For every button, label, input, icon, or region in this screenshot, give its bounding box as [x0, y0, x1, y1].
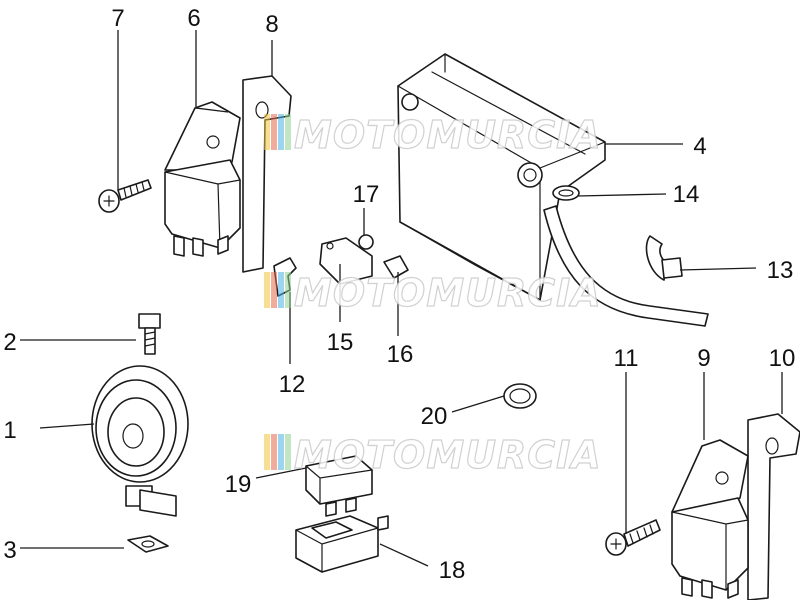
fuse-holder-15 — [319, 237, 373, 285]
relay-body-right — [671, 497, 749, 591]
watermark-middle: MOTOMURCIA — [264, 270, 602, 316]
watermark-text: MOTOMURCIA — [294, 271, 602, 315]
screw-7 — [98, 179, 152, 213]
connector-assembly — [295, 455, 389, 573]
watermark-text: MOTOMURCIA — [294, 433, 602, 477]
screw-11 — [605, 519, 661, 556]
clip-14 — [552, 185, 580, 201]
battery — [397, 53, 606, 301]
fuse-16 — [383, 255, 409, 279]
relay-body-left — [164, 159, 241, 249]
callout-4: 4 — [693, 133, 706, 160]
callout-9: 9 — [697, 345, 710, 372]
callout-6: 6 — [187, 5, 200, 32]
callout-13: 13 — [767, 257, 794, 284]
callout-16: 16 — [387, 341, 414, 368]
bracket-10 — [747, 413, 800, 600]
callout-1: 1 — [3, 417, 16, 444]
callout-labels: 1 2 3 4 6 7 8 9 10 11 12 13 14 15 16 17 … — [3, 5, 795, 584]
bolt-2 — [138, 313, 161, 355]
nut-3 — [127, 535, 169, 553]
callout-18: 18 — [439, 557, 466, 584]
relay-assembly-right — [605, 413, 800, 600]
watermark-bottom: MOTOMURCIA — [264, 432, 602, 478]
watermark-top: MOTOMURCIA — [264, 112, 602, 158]
callout-14: 14 — [673, 181, 700, 208]
cap-17 — [358, 234, 374, 250]
callout-10: 10 — [769, 345, 796, 372]
relay-assembly-left — [98, 75, 292, 273]
callout-20: 20 — [421, 403, 448, 430]
callout-19: 19 — [225, 471, 252, 498]
callout-3: 3 — [3, 537, 16, 564]
callout-17: 17 — [353, 181, 380, 208]
callout-8: 8 — [265, 11, 278, 38]
watermark-text: MOTOMURCIA — [294, 113, 602, 157]
horn-assembly — [91, 313, 189, 553]
connector-19 — [305, 455, 373, 505]
clamp-20 — [503, 383, 537, 409]
callout-7: 7 — [111, 5, 124, 32]
wm-stripe — [264, 114, 270, 150]
callout-12: 12 — [279, 371, 306, 398]
callout-2: 2 — [3, 329, 16, 356]
callout-11: 11 — [614, 345, 639, 372]
vent-tube — [543, 185, 709, 327]
callout-15: 15 — [327, 329, 354, 356]
